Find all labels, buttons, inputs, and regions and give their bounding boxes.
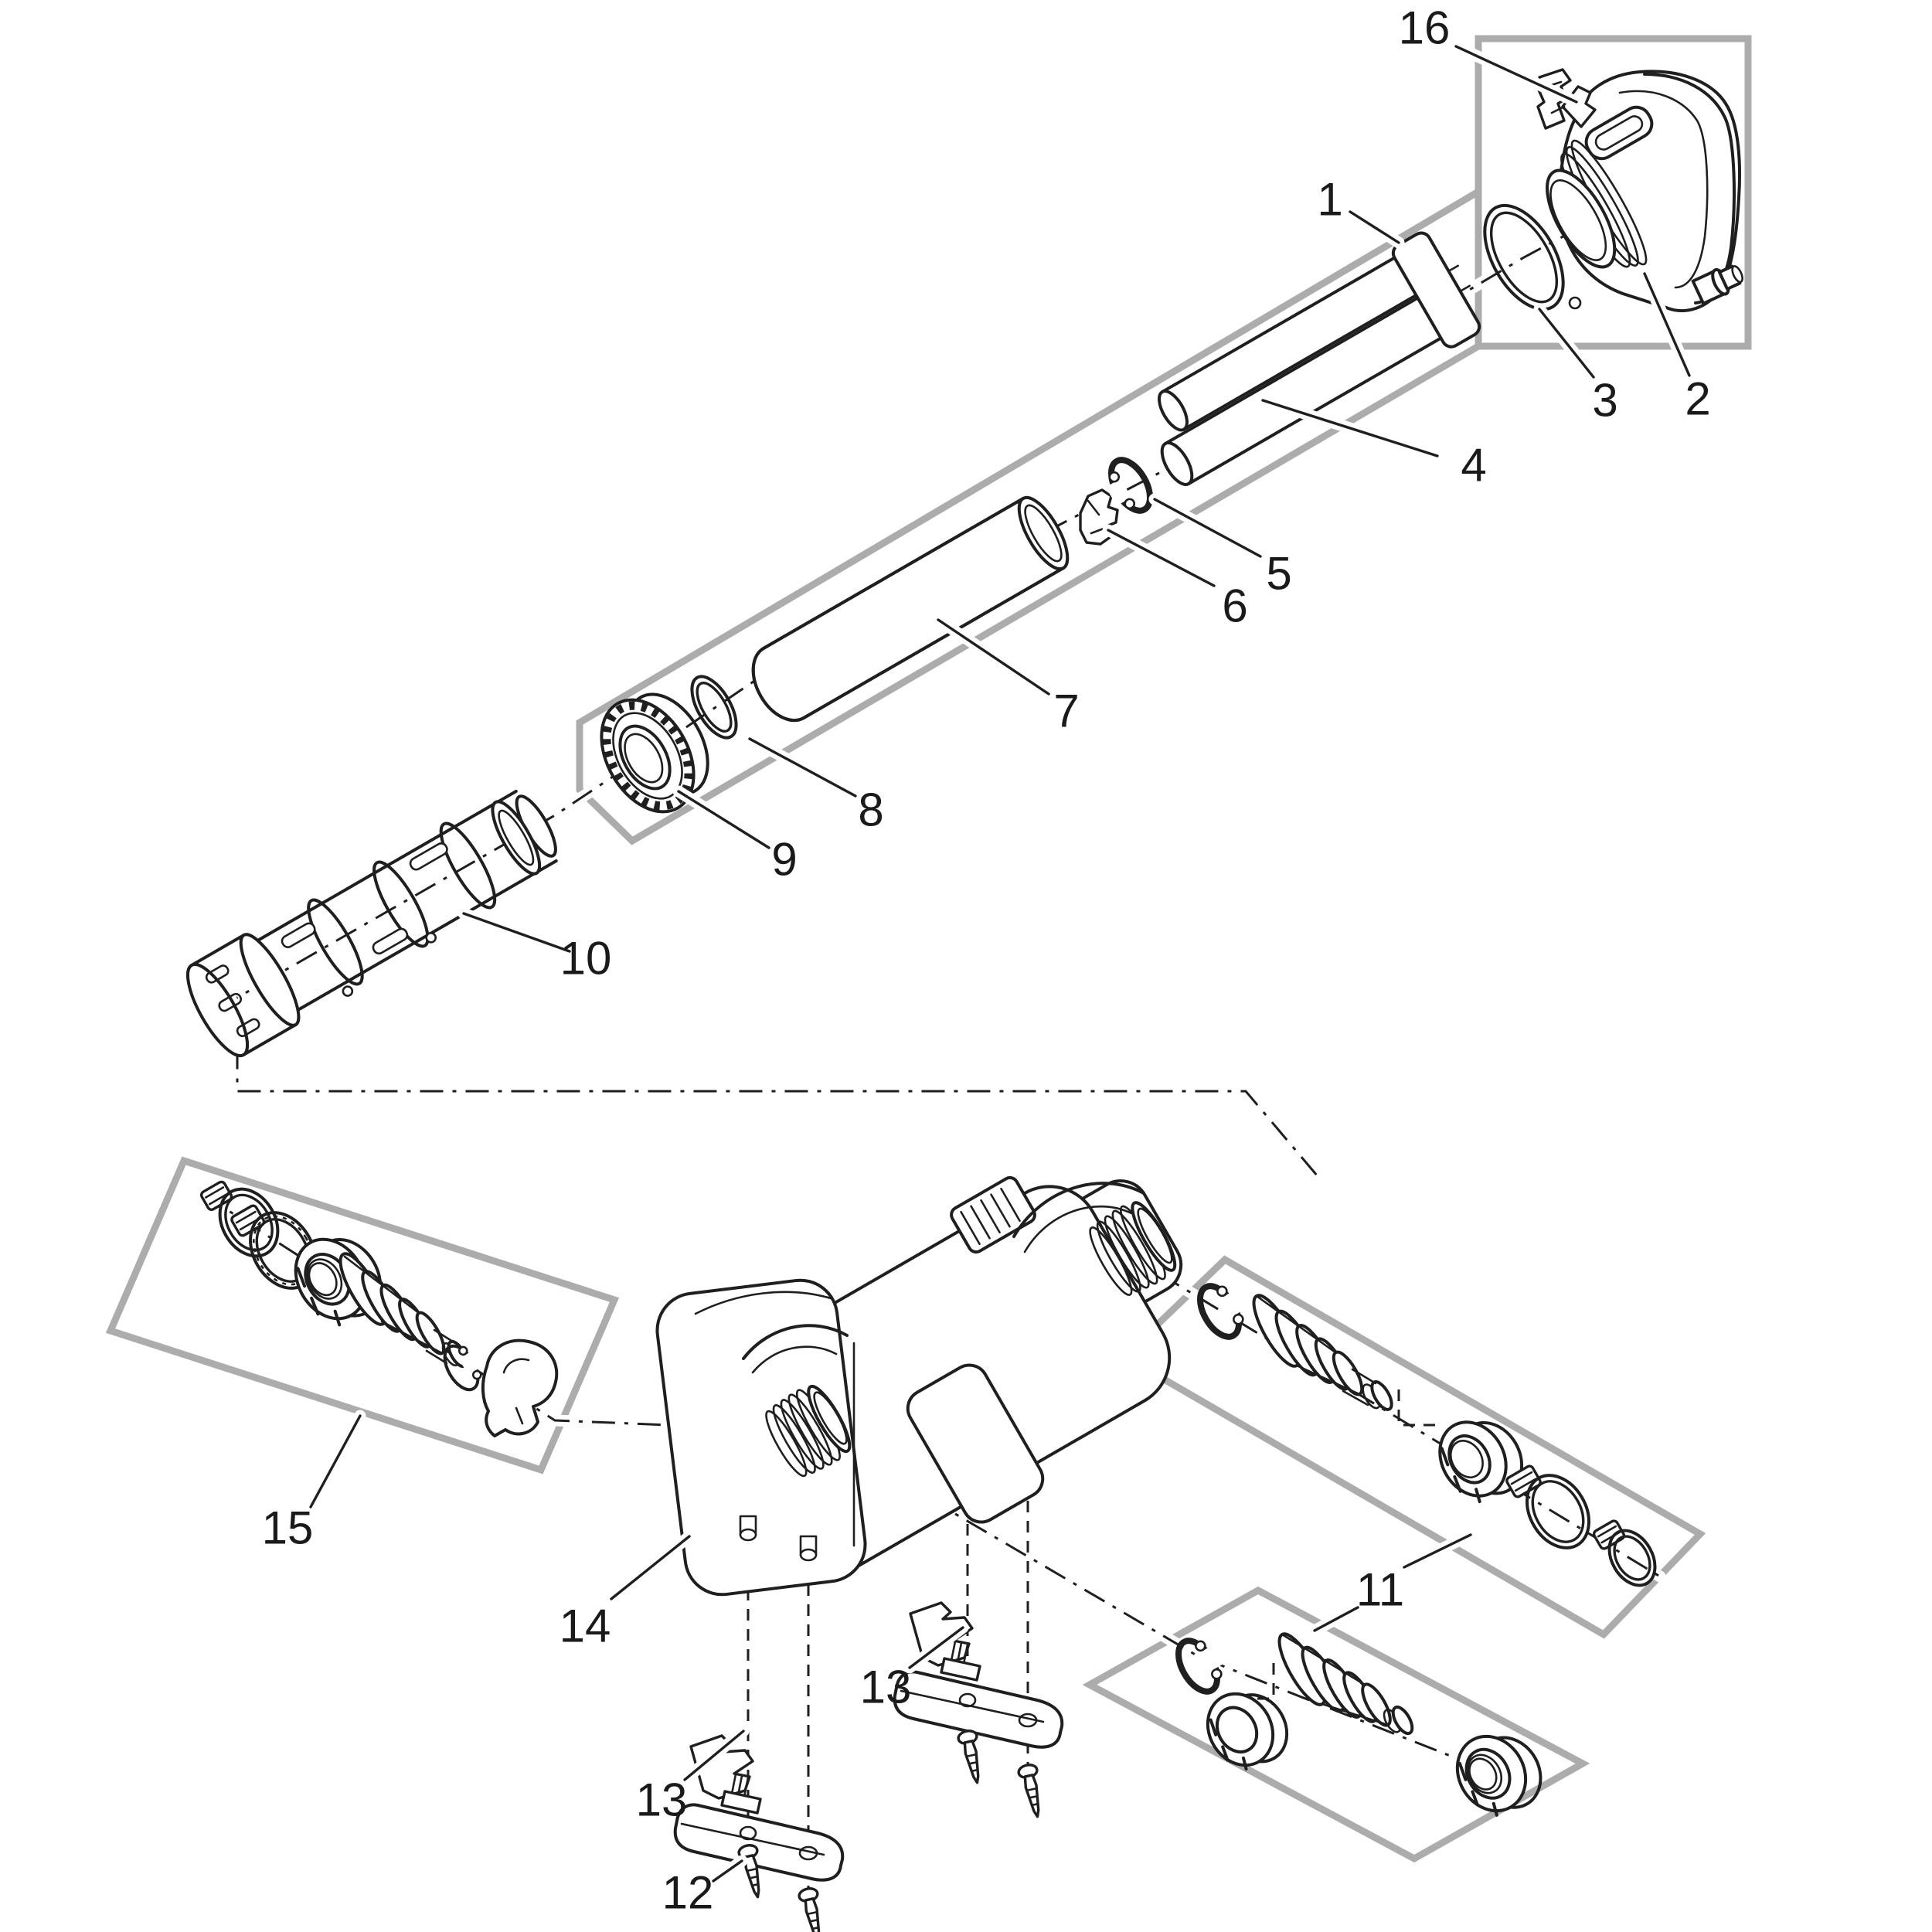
part-12-screw-2 [796, 1885, 828, 1932]
part-label-7: 7 [1053, 685, 1079, 737]
part-label-9: 9 [771, 834, 797, 886]
housing-stud-1 [739, 1515, 757, 1542]
leader-line-4-0 [1261, 399, 1439, 457]
hose-tail-icon [1277, 1632, 1414, 1736]
part-label-8: 8 [858, 784, 883, 836]
part-13-mounting-foot [673, 1734, 845, 1882]
part-2-uvc-head-unit [1546, 70, 1743, 312]
union-nut-icon [1206, 1692, 1289, 1771]
part-label-4: 4 [1461, 440, 1486, 492]
leader-line-8-0 [748, 737, 857, 798]
leader-line-5-0 [1153, 498, 1262, 558]
circlip-icon [1175, 1638, 1223, 1695]
part-label-13b: 13 [860, 1662, 912, 1713]
part-12-screw-4 [1015, 1761, 1048, 1820]
circlip-icon [443, 1344, 483, 1392]
leader-line-10-0 [462, 912, 571, 953]
hose-kit-frame-right-top [1118, 1255, 1706, 1639]
leader-line-14-0 [610, 1535, 691, 1600]
part-label-12: 12 [662, 1867, 714, 1919]
leader-line-3-0 [1538, 308, 1595, 379]
part-12-screw-3 [955, 1727, 988, 1786]
union-nut-icon [1438, 1420, 1524, 1504]
part-label-15: 15 [262, 1502, 314, 1554]
circlip-icon [1197, 1283, 1244, 1340]
hose-kit-frame-left [105, 1156, 620, 1475]
leader-line-11-0 [1403, 1533, 1472, 1569]
hose-kit-frame-right-bottom [1082, 1586, 1590, 1863]
part-11-hose-kit-top [1197, 1283, 1657, 1587]
leader-line-1-0 [1349, 210, 1400, 244]
part-10-cleaning-rotor [185, 789, 558, 1058]
hose-tail-icon [1252, 1294, 1393, 1411]
part-7-quartz-glass-tube [751, 495, 1070, 723]
leader-lines [304, 40, 1696, 1887]
leader-line-12-0 [712, 1859, 743, 1883]
leader-line-16-0 [1454, 45, 1578, 104]
hose-clamp-icon [1505, 1464, 1590, 1549]
part-label-2: 2 [1685, 373, 1710, 425]
part-15-hose-kit-left [199, 1180, 559, 1437]
part-label-16: 16 [1399, 2, 1451, 54]
part-label-10: 10 [560, 933, 612, 985]
hose-clamp-icon [1592, 1519, 1657, 1587]
part-13-mounting-foot-2 [893, 1601, 1064, 1749]
part-label-3: 3 [1592, 375, 1617, 427]
leader-line-7-0 [937, 618, 1050, 696]
part-label-14: 14 [560, 1600, 611, 1652]
leader-line-13b-0 [908, 1626, 964, 1669]
elbow-clip-icon [481, 1338, 559, 1437]
part-8-o-ring [690, 675, 738, 740]
nut-branch-dash-top [1397, 1389, 1436, 1427]
housing-label-plate [906, 1363, 1045, 1524]
part-label-11: 11 [1356, 1564, 1404, 1616]
part-label-6: 6 [1222, 580, 1247, 632]
leader-line-13a-0 [683, 1730, 745, 1781]
part-14-housing-body [655, 1175, 1183, 1597]
housing-stud-2 [799, 1535, 818, 1562]
lamp-assembly-band [576, 189, 1481, 845]
housing-left-port [765, 1384, 852, 1478]
part-label-5: 5 [1266, 548, 1291, 600]
hose-tail-icon [338, 1252, 468, 1369]
leader-line-15-0 [309, 1414, 362, 1509]
leader-line-6-0 [1107, 529, 1216, 587]
part-12-screw [737, 1844, 760, 1899]
part-3-o-ring [1483, 203, 1565, 311]
housing-vent [950, 1175, 1036, 1254]
boundary-frames [105, 35, 1752, 1863]
leader-line-9-0 [677, 790, 770, 849]
union-nut-icon [1455, 1734, 1543, 1817]
leader-line-2-0 [1643, 272, 1691, 377]
housing-right-port [1089, 1201, 1177, 1296]
part-9-clamping-nut [600, 692, 709, 814]
part-4-uvc-lamp [1158, 231, 1481, 486]
part-11-hose-kit-bottom [1175, 1632, 1543, 1817]
part-label-13a: 13 [636, 1774, 688, 1826]
part-5-circlip [1105, 457, 1153, 514]
leader-line-11-1 [1313, 1606, 1359, 1632]
part-label-1: 1 [1317, 174, 1342, 226]
